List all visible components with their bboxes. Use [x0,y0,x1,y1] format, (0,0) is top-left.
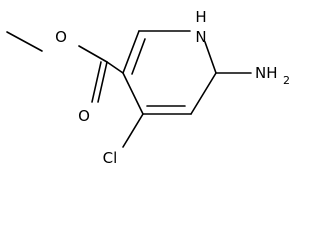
ring-nitrogen-label: N [195,28,206,46]
bond-carbonyl-double-1 [97,61,108,103]
amine-subscript: 2 [283,74,290,87]
bond-n1-c6 [204,41,217,74]
amine-label: NH [255,64,278,82]
bond-c3-c2-inner [131,38,146,75]
ester-oxygen-label: O [55,28,67,46]
bond-c3-c2 [122,30,140,74]
molecule-diagram: O O H N NH 2 Cl [6,8,290,167]
bond-ester-o-carbonyl-c [78,45,108,63]
ring-nh-hydrogen-label: H [195,8,206,26]
atom-labels: O O H N NH 2 Cl [55,8,290,167]
chlorine-label: Cl [103,149,118,167]
bond-c4-c3 [122,72,144,115]
bonds [6,30,252,148]
bond-c4-cl [122,113,144,148]
bond-c6-c5 [190,72,217,115]
bond-carbonyl-c-ring [106,61,124,74]
carbonyl-oxygen-label: O [78,107,90,125]
bond-methyl-ester-o [6,31,43,52]
bond-carbonyl-double-2 [91,61,102,103]
